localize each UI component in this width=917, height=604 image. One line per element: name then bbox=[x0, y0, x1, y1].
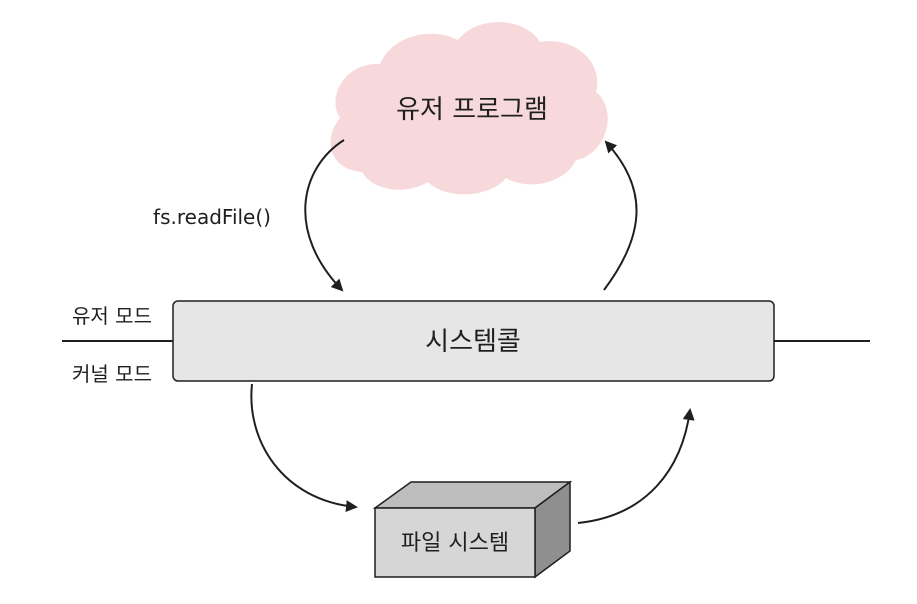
return-arrow bbox=[603, 140, 638, 291]
system-call-label: 시스템콜 bbox=[425, 327, 521, 357]
kernel-mode-label: 커널 모드 bbox=[72, 362, 152, 386]
cloud-shape bbox=[330, 22, 608, 195]
file-system-label: 파일 시스템 bbox=[401, 531, 509, 556]
fs-readfile-label: fs.readFile() bbox=[153, 205, 271, 229]
file-system-box: 파일 시스템 bbox=[372, 480, 573, 579]
user-mode-label: 유저 모드 bbox=[72, 304, 152, 328]
call-arrow bbox=[304, 139, 345, 292]
box-front-face bbox=[374, 507, 536, 578]
system-call-rect bbox=[172, 300, 775, 382]
system-call-bar: 시스템콜 bbox=[172, 300, 775, 382]
user-program-label: 유저 프로그램 bbox=[396, 95, 548, 125]
user-program-cloud: 유저 프로그램 bbox=[330, 22, 608, 195]
kernel-to-fs-arrow bbox=[250, 383, 358, 513]
fs-to-kernel-arrow bbox=[577, 408, 695, 524]
